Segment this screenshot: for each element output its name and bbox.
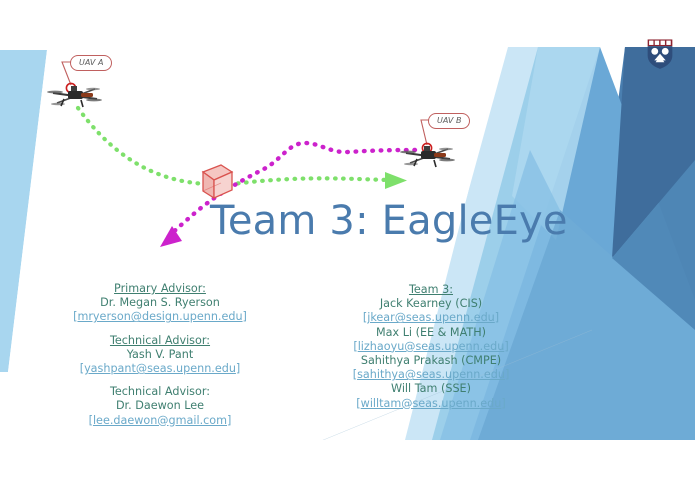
bg-left-wedge-pale [8,50,58,372]
advisor-email[interactable]: [mryerson@design.upenn.edu] [55,310,265,324]
advisor-role: Primary Advisor: [114,282,206,295]
team-member: Will Tam (SSE) [willtam@seas.upenn.edu] [327,382,535,410]
team-member-email-link[interactable]: willtam@seas.upenn.edu [360,396,502,410]
team-member-email-link[interactable]: sahithya@seas.upenn.edu [357,368,505,382]
advisor-name: Dr. Megan S. Ryerson [100,296,220,310]
advisor-entry: Primary Advisor: Dr. Megan S. Ryerson [m… [55,282,265,325]
team-member-email[interactable]: [lizhaoyu@seas.upenn.edu] [327,340,535,354]
team-member: Sahithya Prakash (CMPE) [sahithya@seas.u… [327,354,535,382]
advisor-email-link[interactable]: yashpant@seas.upenn.edu [84,362,236,376]
upenn-shield-logo [647,39,673,69]
uav-b-arrowhead [160,226,182,247]
team-heading: Team 3: [408,283,453,296]
bracket-close: ] [242,310,247,324]
bracket-open: [ [352,368,358,382]
advisor-name: Yash V. Pant [126,347,194,361]
team-column: Team 3: Jack Kearney (CIS) [jkear@seas.u… [327,283,535,411]
uav-a-drone-icon [47,86,102,108]
bracket-close: ] [504,368,510,382]
bg-hairline [320,439,441,494]
uav-a-callout-label: UAV A [70,55,113,71]
advisor-role: Technical Advisor: [109,333,211,347]
advisor-entry: Technical Advisor: Yash V. Pant [yashpan… [55,334,265,377]
team-member-name: Jack Kearney (CIS) [379,297,483,311]
uav-a-marker [65,82,77,94]
team-member-email[interactable]: [jkear@seas.upenn.edu] [327,311,535,325]
advisor-email-link[interactable]: mryerson@design.upenn.edu [77,310,243,324]
team-member: Jack Kearney (CIS) [jkear@seas.upenn.edu… [327,297,535,325]
bracket-open: [ [353,339,358,353]
bracket-close: ] [227,413,232,427]
advisor-entry: Technical Advisor: Dr. Daewon Lee [lee.d… [55,385,265,428]
bracket-open: [ [79,362,85,376]
uav-a-trajectory [75,105,391,187]
conflict-zone-cube [201,164,234,200]
team-member-email-link[interactable]: jkear@seas.upenn.edu [367,311,495,325]
bracket-open: [ [356,396,361,410]
uav-a-arrowhead [385,172,407,189]
team-member-name: Sahithya Prakash (CMPE) [360,354,502,368]
team-member-email[interactable]: [willtam@seas.upenn.edu] [327,397,535,411]
advisor-name: Dr. Daewon Lee [115,399,205,413]
bracket-close: ] [235,362,241,376]
bracket-open: [ [73,310,78,324]
uav-b-drone-icon [400,146,455,168]
bracket-close: ] [501,396,506,410]
bg-left-wedge [0,50,47,372]
team-member-email[interactable]: [sahithya@seas.upenn.edu] [327,368,535,382]
advisor-role: Technical Advisor: [109,385,211,399]
slide-title: Team 3: EagleEye [210,198,568,244]
advisors-column: Primary Advisor: Dr. Megan S. Ryerson [m… [55,282,265,428]
uav-b-callout-label: UAV B [428,113,471,129]
team-member-name: Max Li (EE & MATH) [376,325,486,339]
advisor-email[interactable]: [yashpant@seas.upenn.edu] [55,362,265,376]
bracket-close: ] [494,311,500,325]
advisor-email[interactable]: [lee.daewon@gmail.com] [55,414,265,428]
uav-b-marker [421,142,433,154]
bracket-close: ] [504,339,509,353]
team-member-name: Will Tam (SSE) [391,382,471,396]
team-member-email-link[interactable]: lizhaoyu@seas.upenn.edu [357,339,505,353]
advisor-email-link[interactable]: lee.daewon@gmail.com [92,413,228,427]
team-member: Max Li (EE & MATH) [lizhaoyu@seas.upenn.… [327,326,535,354]
bracket-open: [ [88,413,93,427]
bracket-open: [ [362,311,368,325]
